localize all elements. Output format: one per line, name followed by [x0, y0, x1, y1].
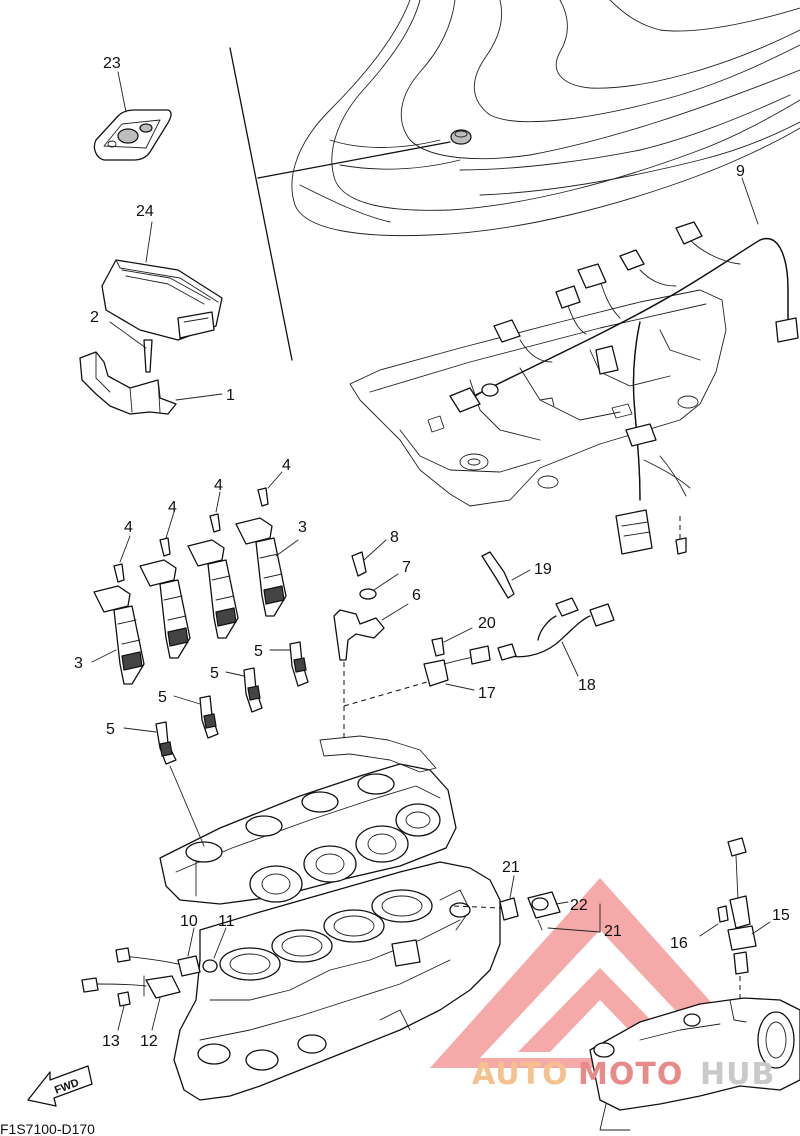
callout-13: 13 [102, 1033, 120, 1050]
part-10-sensor [115, 927, 201, 977]
callout-4c: 4 [168, 499, 177, 516]
callout-9: 9 [736, 163, 745, 180]
part-9-wire-harness [449, 177, 799, 555]
callout-labels: 23 24 2 1 9 4 4 4 4 3 3 8 7 6 19 20 18 1… [74, 55, 790, 1050]
part-5-spark-plugs [123, 641, 309, 765]
callout-22: 22 [570, 897, 588, 914]
part-15-bolt [699, 905, 729, 937]
callout-23: 23 [103, 55, 121, 72]
part-14-sensor [727, 837, 771, 975]
part-24-control-unit [101, 221, 223, 341]
part-22-sensor [527, 891, 569, 919]
part-17-sensor-lead [497, 597, 615, 677]
part-3-ignition-coil-4 [235, 517, 287, 617]
part-13-bolt [117, 991, 131, 1031]
forward-direction-arrow: FWD [27, 1065, 93, 1107]
part-21-oring [537, 903, 601, 933]
part-12-sensor [81, 975, 181, 1031]
callout-6: 6 [412, 587, 421, 604]
callout-21: 21 [604, 923, 622, 940]
callout-4d: 4 [124, 519, 133, 536]
part-16-sensor [423, 645, 491, 691]
watermark-moto: MOTO [578, 1057, 683, 1092]
part-8-bolt [351, 539, 387, 577]
callout-5c: 5 [158, 689, 167, 706]
part-6-sensor-bracket [333, 603, 409, 661]
exhaust-manifold [589, 997, 800, 1131]
part-4-bolts [113, 471, 283, 583]
engine-block [173, 861, 501, 1101]
part-7-washer [359, 573, 399, 600]
callout-14: 15 [772, 907, 790, 924]
callout-18: 19 [534, 561, 552, 578]
part-3-ignition-coil-1 [93, 585, 145, 685]
callout-11: 11 [218, 913, 235, 930]
part-18-clamp [481, 551, 531, 599]
callout-12: 12 [140, 1033, 158, 1050]
callout-5d: 5 [106, 721, 115, 738]
callout-3b: 3 [74, 655, 83, 672]
callout-17: 18 [578, 677, 596, 694]
callout-4b: 4 [214, 477, 223, 494]
watercraft-hull [291, 0, 800, 237]
callout-16: 17 [478, 685, 496, 702]
callout-15: 16 [670, 935, 688, 952]
part-11-gasket [202, 927, 227, 973]
callout-1: 1 [226, 387, 235, 404]
callout-3a: 3 [298, 519, 307, 536]
part-20-bolt [499, 875, 519, 921]
engine-top-cover [349, 289, 727, 507]
callout-5b: 5 [210, 665, 219, 682]
callout-5a: 5 [254, 643, 263, 660]
figure-code: F1S7100-D170 [0, 1121, 95, 1136]
watermark-auto: AUTO [472, 1057, 569, 1092]
callout-10: 10 [180, 913, 198, 930]
callout-4a: 4 [282, 457, 291, 474]
callout-7: 7 [402, 559, 411, 576]
cylinder-head [159, 735, 457, 905]
part-3-ignition-coil-3 [187, 539, 239, 639]
part-1-bracket [79, 351, 223, 415]
part-23-remote-key [93, 71, 172, 161]
watermark-text: AUTO MOTO HUB [472, 1057, 775, 1092]
callout-24: 24 [136, 203, 154, 220]
watermark-hub: HUB [700, 1057, 775, 1092]
part-19-screw [431, 627, 473, 657]
callout-8: 8 [390, 529, 399, 546]
part-3-ignition-coil-2 [139, 559, 191, 659]
callout-20: 21 [502, 859, 520, 876]
part-2-screw [109, 321, 153, 373]
callout-19: 20 [478, 615, 496, 632]
callout-2: 2 [90, 309, 99, 326]
